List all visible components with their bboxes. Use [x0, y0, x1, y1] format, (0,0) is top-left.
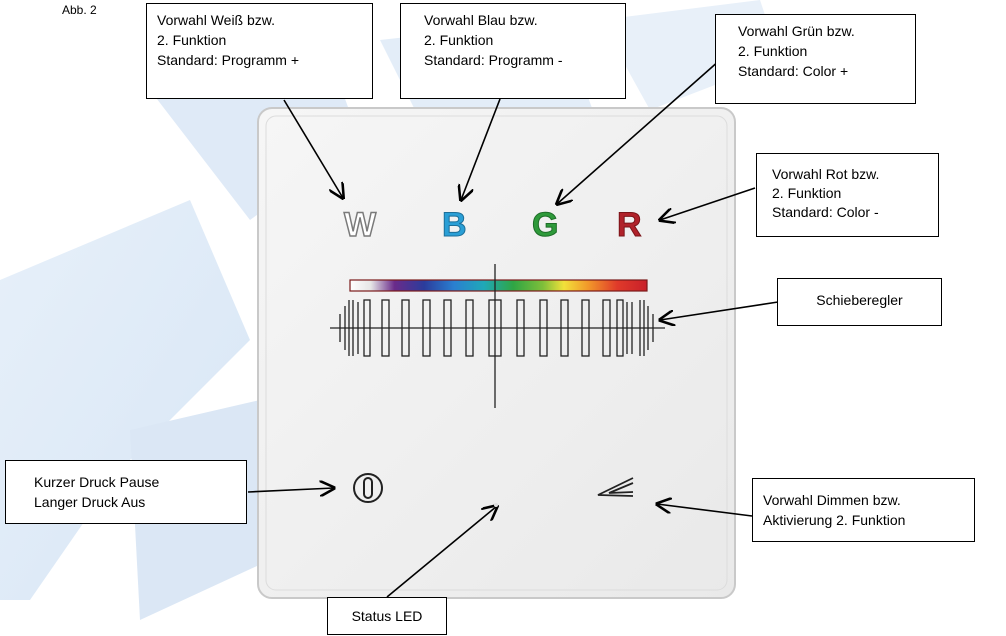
- callout-slider-line-1: Schieberegler: [816, 292, 903, 308]
- callout-arrows: [247, 59, 779, 598]
- callout-white-line-1: Vorwahl Weiß bzw.: [157, 12, 276, 28]
- red-key-label[interactable]: R: [617, 206, 643, 244]
- callout-green: Vorwahl Grün bzw. 2. Funktion Standard: …: [715, 14, 916, 104]
- callout-white: Vorwahl Weiß bzw. 2. Funktion Standard: …: [146, 3, 373, 99]
- figure-label: Abb. 2: [62, 3, 97, 17]
- white-key-label[interactable]: W: [343, 206, 377, 244]
- callout-power: Kurzer Druck Pause Langer Druck Aus: [5, 460, 247, 524]
- callout-dimmer-line-1: Vorwahl Dimmen bzw.: [763, 492, 901, 508]
- callout-blue-line-1: Vorwahl Blau bzw.: [424, 12, 538, 28]
- callout-red-line-3: Standard: Color -: [772, 204, 879, 220]
- blue-key-label[interactable]: B: [442, 206, 468, 244]
- dimmer-icon: [597, 477, 634, 497]
- callout-slider: Schieberegler: [777, 278, 942, 326]
- callout-green-line-3: Standard: Color +: [738, 63, 849, 79]
- callout-red-line-2: 2. Funktion: [772, 185, 842, 201]
- callout-dimmer-line-2: Aktivierung 2. Funktion: [763, 512, 906, 528]
- callout-status: Status LED: [327, 597, 447, 635]
- callout-green-line-2: 2. Funktion: [738, 43, 808, 59]
- callout-white-line-2: 2. Funktion: [157, 32, 227, 48]
- power-icon: [353, 473, 383, 503]
- callout-white-line-3: Standard: Programm +: [157, 52, 300, 68]
- callout-green-line-1: Vorwahl Grün bzw.: [738, 23, 855, 39]
- callout-blue: Vorwahl Blau bzw. 2. Funktion Standard: …: [400, 3, 626, 99]
- callout-blue-line-3: Standard: Programm -: [424, 52, 563, 68]
- green-key-label[interactable]: G: [531, 206, 559, 244]
- callout-power-line-1: Kurzer Druck Pause: [34, 474, 160, 490]
- callout-blue-line-2: 2. Funktion: [424, 32, 494, 48]
- callout-red-line-1: Vorwahl Rot bzw.: [772, 166, 880, 182]
- panel-body: [257, 107, 736, 599]
- callout-red: Vorwahl Rot bzw. 2. Funktion Standard: C…: [756, 153, 939, 237]
- panel-inner-edge: [265, 115, 728, 591]
- status-led: [494, 503, 498, 507]
- callout-power-line-2: Langer Druck Aus: [34, 494, 146, 510]
- slider-scale-icon: [330, 264, 665, 408]
- callout-status-line-1: Status LED: [351, 608, 423, 624]
- color-spectrum-bar: [349, 279, 648, 292]
- callout-dimmer: Vorwahl Dimmen bzw. Aktivierung 2. Funkt…: [752, 478, 975, 542]
